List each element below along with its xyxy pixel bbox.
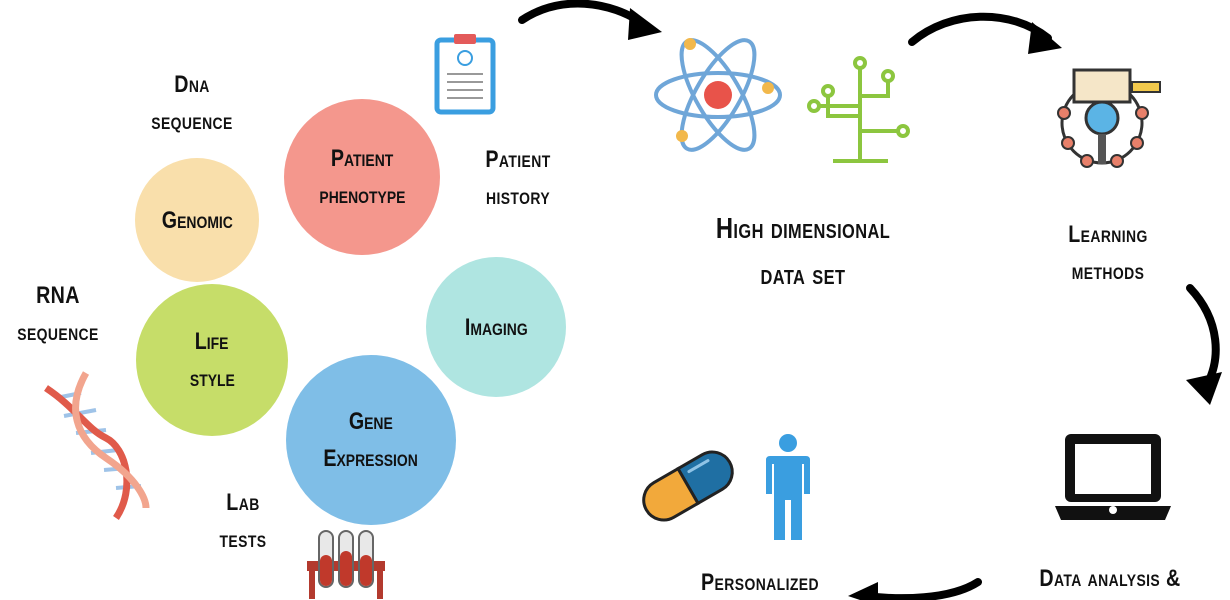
genomic-circle: Genomic (135, 158, 259, 282)
clipboard-icon (434, 34, 496, 115)
pill-icon (642, 450, 734, 522)
person-icon (766, 434, 810, 540)
circuit-tree-icon (807, 56, 910, 163)
data-analysis-label: Data analysis & (1039, 565, 1181, 592)
atom-icon (654, 38, 782, 152)
research-icon (1057, 68, 1161, 168)
test-tubes-icon (307, 530, 385, 599)
personalized-label: Personalized (701, 569, 819, 596)
laptop-icon (1055, 434, 1171, 520)
imaging-circle: Imaging (426, 257, 566, 397)
dna-helix-icon (44, 371, 150, 520)
